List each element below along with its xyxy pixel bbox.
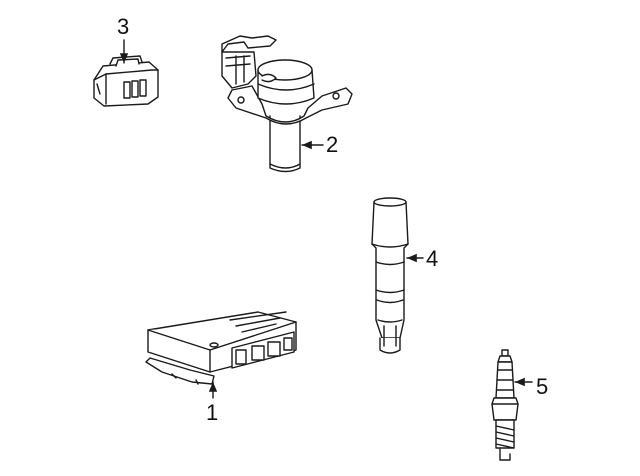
callout-number-2: 2 [326,132,339,157]
callout-number-3: 3 [117,14,130,39]
callout-number-1: 1 [206,400,219,425]
connector-part [93,55,159,107]
ignition-coil-part [221,35,353,173]
callout-number-5: 5 [536,374,549,399]
spark-plug-part [491,349,519,461]
callout-number-4: 4 [426,246,439,271]
plug-boot-part [371,197,409,354]
control-module-part [145,311,297,385]
